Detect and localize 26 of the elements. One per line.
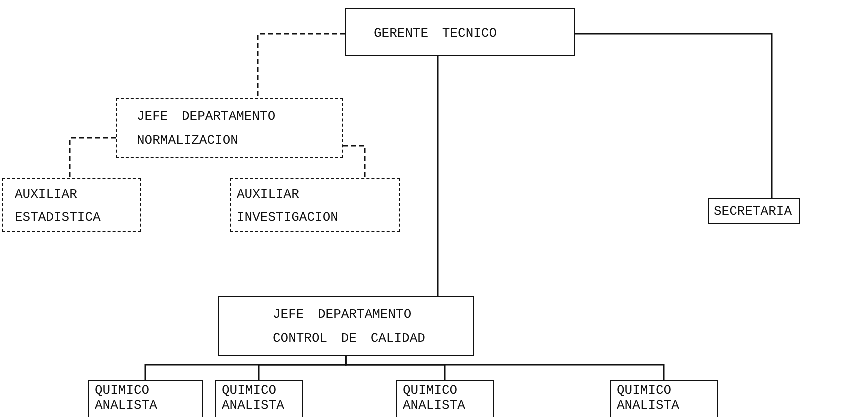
- position-title: QUIMICO ANALISTA: [403, 383, 466, 413]
- dashed-org-box: [116, 98, 343, 158]
- org-box: [396, 380, 494, 417]
- org-box: [88, 380, 203, 417]
- org-box: [218, 296, 474, 356]
- dashed-org-box: [230, 178, 400, 232]
- dashed-connector: [257, 33, 345, 98]
- connector-line: [345, 356, 665, 380]
- position-title: QUIMICO ANALISTA: [617, 383, 680, 413]
- org-box: [215, 380, 303, 417]
- connector-line: [437, 56, 439, 296]
- position-title: AUXILIAR ESTADISTICA: [15, 186, 102, 227]
- position-title: SECRETARIA: [714, 204, 794, 220]
- dashed-connector: [343, 145, 366, 178]
- position-title: QUIMICO ANALISTA: [95, 383, 158, 413]
- org-box: [708, 198, 800, 224]
- position-title: JEFE DEPARTAMENTO NORMALIZACION: [137, 108, 277, 150]
- dashed-org-box: [2, 178, 141, 232]
- position-title: QUIMICO ANALISTA: [222, 383, 286, 413]
- position-title: GERENTE TECNICO: [374, 26, 498, 42]
- org-box: [610, 380, 718, 417]
- position-title: AUXILIAR INVESTIGACION: [237, 186, 340, 227]
- position-title: JEFE DEPARTAMENTO CONTROL DE CALIDAD: [273, 306, 426, 348]
- connector-line: [575, 33, 773, 198]
- dashed-connector: [69, 137, 116, 178]
- org-box: [345, 8, 575, 56]
